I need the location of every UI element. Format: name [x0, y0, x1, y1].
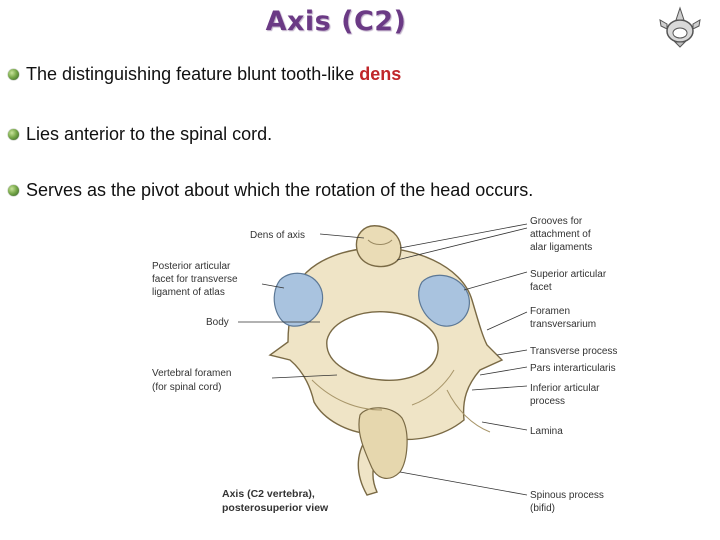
label-posterior-facet: ligament of atlas — [152, 287, 225, 298]
bullet-text-main: The distinguishing feature blunt tooth-l… — [26, 64, 360, 84]
right-leader-lines — [396, 223, 528, 496]
label-grooves: Grooves for — [530, 216, 583, 227]
dens-highlight: dens — [359, 64, 402, 84]
label-posterior-facet: Posterior articular — [152, 261, 231, 272]
label-posterior-facet: facet for transverse — [152, 274, 238, 285]
label-lamina: Lamina — [530, 426, 563, 437]
bullet-item: Lies anterior to the spinal cord. — [8, 124, 272, 145]
label-inferior-process: process — [530, 396, 565, 407]
label-body: Body — [206, 317, 229, 328]
label-foramen-transversarium: Foramen — [530, 306, 570, 317]
bullet-icon — [8, 185, 19, 196]
label-superior-facet: Superior articular — [530, 269, 607, 280]
bullet-text: The distinguishing feature blunt tooth-l… — [26, 64, 401, 85]
bullet-item: Serves as the pivot about which the rota… — [8, 180, 533, 201]
bullet-text: Lies anterior to the spinal cord. — [26, 124, 273, 144]
vertebra-logo-icon — [659, 6, 701, 48]
label-foramen-transversarium: transversarium — [530, 319, 596, 330]
slide-title: Axis (C2) — [265, 6, 407, 37]
figure-caption: Axis (C2 vertebra), posterosuperior view — [222, 488, 329, 514]
label-superior-facet: facet — [530, 282, 552, 293]
label-grooves: alar ligaments — [530, 242, 592, 253]
bullet-icon — [8, 69, 19, 80]
label-spinous-process: (bifid) — [530, 503, 555, 514]
right-labels: Grooves for attachment of alar ligaments… — [530, 216, 617, 514]
label-transverse-process: Transverse process — [530, 346, 617, 357]
caption-line: Axis (C2 vertebra), — [222, 488, 315, 500]
left-leader-lines — [238, 233, 365, 379]
label-vertebral-foramen: (for spinal cord) — [152, 382, 221, 393]
label-inferior-process: Inferior articular — [530, 383, 600, 394]
bullet-icon — [8, 129, 19, 140]
axis-vertebra-figure: Dens of axis Posterior articular facet f… — [142, 210, 648, 525]
left-labels: Dens of axis Posterior articular facet f… — [152, 230, 305, 393]
label-grooves: attachment of — [530, 229, 591, 240]
label-spinous-process: Spinous process — [530, 490, 604, 501]
bullet-item: The distinguishing feature blunt tooth-l… — [8, 64, 401, 85]
bullet-text: Serves as the pivot about which the rota… — [26, 180, 534, 200]
label-vertebral-foramen: Vertebral foramen — [152, 368, 232, 379]
label-pars: Pars interarticularis — [530, 363, 616, 374]
axis-vertebra-illustration — [268, 225, 504, 496]
caption-line: posterosuperior view — [222, 502, 329, 514]
label-dens: Dens of axis — [250, 230, 305, 241]
